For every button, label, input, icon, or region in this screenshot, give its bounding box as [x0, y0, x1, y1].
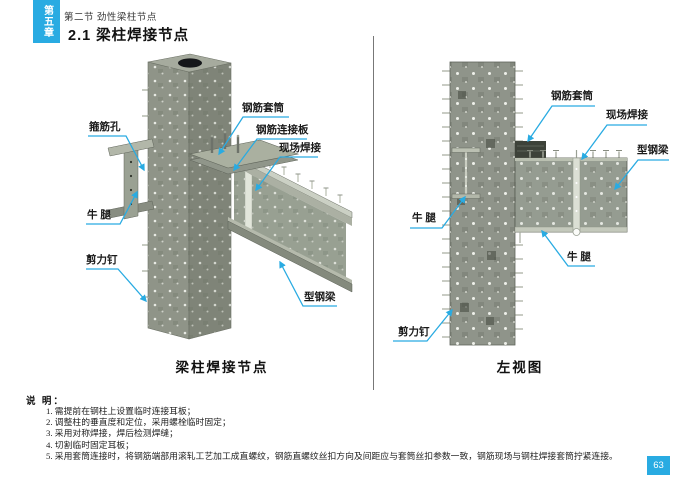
label-steel-beam: 型钢梁: [637, 144, 669, 156]
figure-right-caption: 左视图: [496, 360, 544, 375]
note-item: 5. 采用套筒连接时，将钢筋端部用滚轧工艺加工成直螺纹，钢筋直螺纹丝扣方向及间距…: [46, 450, 618, 461]
page-title: 2.1 梁柱焊接节点: [68, 28, 190, 44]
label-corbel: 牛 腿: [412, 212, 436, 224]
stirrup-hole: [129, 188, 133, 192]
notes-list: 1. 需提前在钢柱上设置临时连接耳板； 2. 调整柱的垂直度和定位，采用螺栓临时…: [46, 406, 686, 462]
steel-beam: [514, 149, 628, 243]
figure-left-view: [442, 61, 628, 346]
note-item: 4. 切割临时固定耳板；: [46, 439, 134, 450]
column-top-hole: [178, 58, 202, 68]
shear-studs-left-edge: [442, 70, 450, 338]
chapter-tab: 第五章: [33, 0, 60, 43]
label-rebar-sleeve: 钢筋套筒: [551, 90, 593, 102]
chapter-tab-label: 第五章: [41, 5, 53, 38]
label-field-weld: 现场焊接: [606, 109, 648, 121]
note-item: 3. 采用对称焊接，焊后检测焊缝；: [46, 428, 178, 439]
stirrup-hole: [129, 174, 133, 178]
label-corbel: 牛 腿: [567, 251, 591, 263]
stirrup-hole: [129, 160, 133, 164]
label-field-weld: 现场焊接: [279, 142, 321, 154]
shear-studs-top: [529, 151, 620, 158]
figure-left-caption: 梁柱焊接节点: [175, 360, 269, 375]
steel-column: [142, 53, 232, 340]
label-connection-plate: 钢筋连接板: [256, 124, 309, 136]
label-steel-beam: 型钢梁: [304, 291, 336, 303]
field-weld-seam: [244, 170, 253, 235]
notes-heading: 说 明：: [26, 397, 65, 407]
stirrup-hole: [129, 202, 133, 206]
label-corbel: 牛 腿: [87, 209, 111, 221]
figure-divider: [373, 36, 374, 390]
label-stirrup-hole: 箍筋孔: [89, 121, 121, 133]
corbel-bracket: [107, 138, 155, 220]
label-shear-stud: 剪力钉: [398, 326, 430, 338]
steel-column: [442, 61, 523, 346]
figure-welded-joint-isometric: [107, 53, 353, 340]
field-weld-seam: [572, 150, 581, 236]
section-heading: 第二节 劲性梁柱节点: [64, 13, 157, 23]
label-shear-stud: 剪力钉: [86, 254, 118, 266]
corbel-bracket: [451, 147, 481, 199]
page-number-badge: 63: [647, 456, 670, 475]
note-item: 1. 需提前在钢柱上设置临时连接耳板；: [46, 406, 196, 416]
label-rebar-sleeve: 钢筋套筒: [242, 102, 284, 114]
note-item: 2. 调整柱的垂直度和定位，采用螺栓临时固定；: [46, 417, 231, 428]
